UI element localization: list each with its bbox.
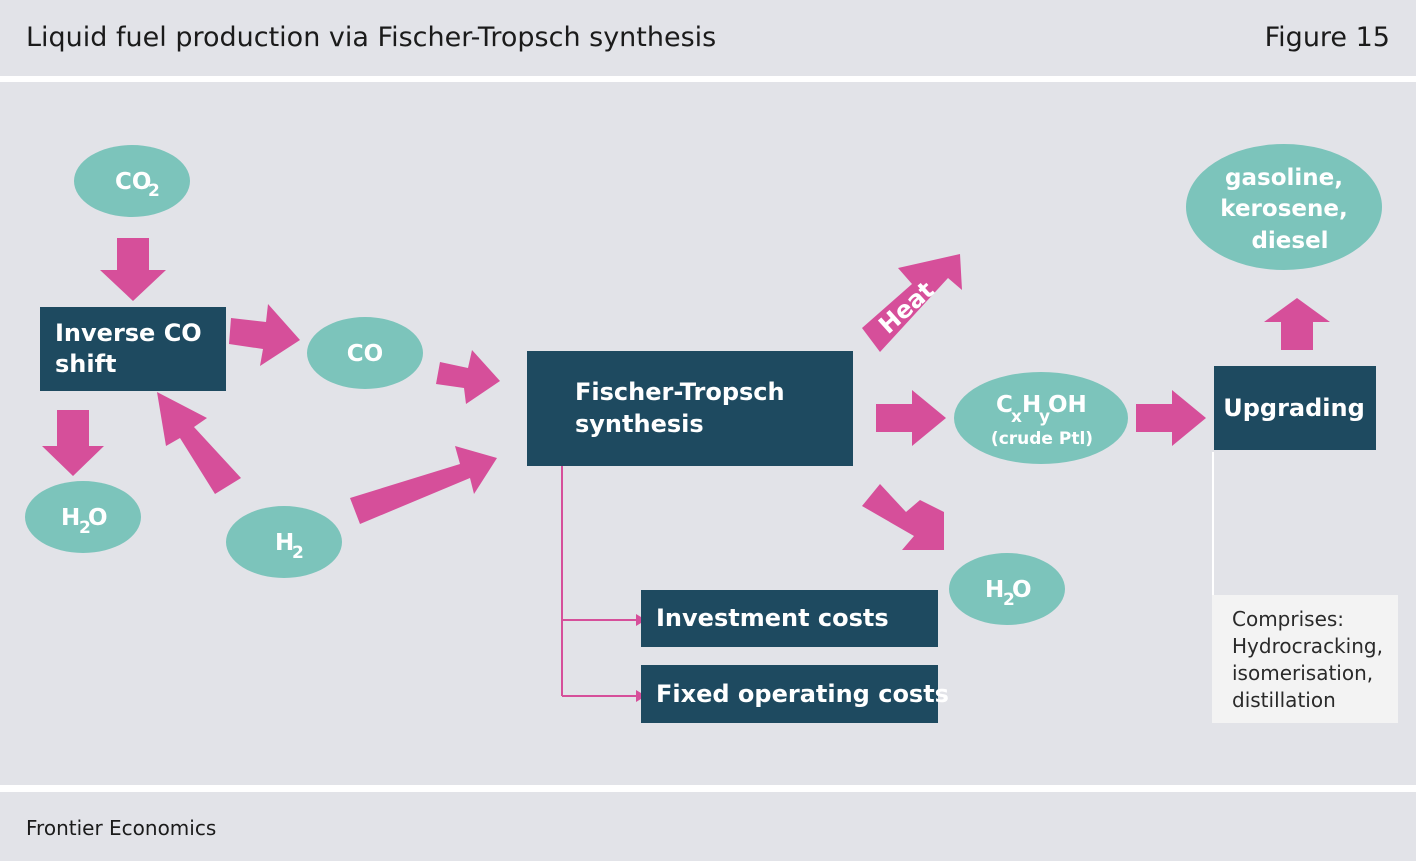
arrow-upgrading-to-fuels	[1264, 298, 1330, 350]
arrow-co2-to-shift	[100, 238, 166, 301]
svg-text:Fixed operating costs: Fixed operating costs	[656, 680, 949, 708]
svg-text:x: x	[1011, 407, 1022, 427]
svg-text:H: H	[61, 505, 80, 531]
node-fuels: gasoline, kerosene, diesel	[1186, 144, 1382, 270]
note-line: Comprises:	[1232, 607, 1345, 631]
svg-text:O: O	[88, 505, 108, 531]
arrow-h2-to-ft	[350, 446, 497, 524]
svg-text:H: H	[275, 530, 294, 556]
source-label: Frontier Economics	[26, 816, 217, 840]
footer-bar: Frontier Economics	[0, 792, 1416, 861]
arrow-crude-to-upgrading	[1136, 390, 1206, 446]
svg-text:y: y	[1039, 407, 1050, 427]
node-h2o-right: H 2 O	[949, 553, 1065, 625]
node-ft-synthesis: Fischer-Tropsch synthesis	[527, 351, 853, 466]
svg-text:O: O	[1012, 577, 1032, 603]
arrow-ft-to-crude	[876, 390, 946, 446]
svg-text:synthesis: synthesis	[575, 410, 704, 438]
svg-text:CO: CO	[347, 341, 383, 367]
svg-text:C: C	[996, 392, 1013, 418]
svg-text:CO: CO	[115, 169, 151, 195]
arrow-ft-to-h2o	[862, 484, 944, 550]
node-fixed-costs: Fixed operating costs	[641, 665, 949, 723]
svg-text:Investment costs: Investment costs	[656, 604, 889, 632]
arrow-shift-to-h2o	[42, 410, 104, 476]
svg-text:diesel: diesel	[1251, 228, 1328, 254]
arrow-ft-to-heat	[862, 254, 962, 352]
note-line: isomerisation,	[1232, 661, 1374, 685]
svg-text:gasoline,: gasoline,	[1225, 165, 1343, 191]
node-h2: H 2	[226, 506, 342, 578]
node-crude: C x H y OH (crude Ptl)	[954, 372, 1128, 464]
upgrading-note: Comprises: Hydrocracking, isomerisation,…	[1212, 595, 1398, 723]
node-upgrading: Upgrading	[1214, 366, 1376, 450]
svg-text:shift: shift	[55, 350, 117, 378]
header-bar: Liquid fuel production via Fischer-Trops…	[0, 0, 1416, 76]
svg-text:Fischer-Tropsch: Fischer-Tropsch	[575, 378, 785, 406]
flow-arrows	[42, 238, 1330, 550]
node-co2: CO 2	[74, 145, 190, 217]
node-h2o-left: H 2 O	[25, 481, 141, 553]
svg-text:Inverse CO: Inverse CO	[55, 319, 202, 347]
svg-text:(crude Ptl): (crude Ptl)	[991, 429, 1093, 449]
node-inverse-shift: Inverse CO shift	[40, 307, 226, 391]
arrow-h2-to-shift	[157, 392, 241, 494]
svg-text:kerosene,: kerosene,	[1220, 196, 1347, 222]
node-co: CO	[307, 317, 423, 389]
page-title: Liquid fuel production via Fischer-Trops…	[26, 22, 717, 53]
svg-text:H: H	[1022, 392, 1041, 418]
svg-text:OH: OH	[1048, 392, 1087, 418]
svg-text:H: H	[985, 577, 1004, 603]
note-line: Hydrocracking,	[1232, 634, 1383, 658]
cost-connectors	[561, 466, 640, 697]
svg-text:2: 2	[148, 181, 160, 201]
arrow-co-to-ft	[436, 350, 500, 404]
arrow-shift-to-co	[229, 304, 300, 366]
node-investment-costs: Investment costs	[641, 590, 938, 647]
svg-text:2: 2	[1003, 590, 1015, 610]
svg-text:2: 2	[292, 543, 304, 563]
figure-number: Figure 15	[1264, 22, 1390, 53]
svg-text:2: 2	[79, 518, 91, 538]
svg-text:Upgrading: Upgrading	[1223, 394, 1365, 422]
note-line: distillation	[1232, 688, 1336, 712]
